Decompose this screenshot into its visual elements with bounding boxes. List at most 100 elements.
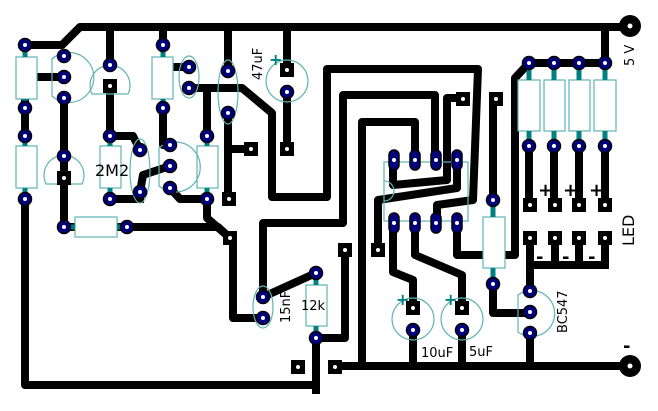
ic-outline — [383, 161, 469, 222]
label-5uf: 5uF — [469, 345, 493, 360]
drill-hole — [527, 144, 531, 148]
drill-hole — [205, 197, 209, 201]
led2-plus: + — [563, 180, 578, 201]
drill-hole — [138, 190, 142, 194]
drill-hole — [392, 221, 396, 225]
drill-hole — [62, 176, 66, 180]
plus-5uf: + — [444, 290, 457, 309]
capacitor-c3-outline — [129, 138, 151, 204]
label-ground: - — [623, 336, 630, 357]
drill-hole — [603, 61, 607, 65]
drill-hole — [343, 248, 347, 252]
drill-hole — [125, 225, 129, 229]
drill-hole — [411, 328, 415, 332]
drill-hole — [285, 68, 289, 72]
resistor-led2 — [543, 79, 566, 132]
resistor-led3 — [568, 79, 591, 132]
capacitor-10uf-outline — [391, 297, 435, 341]
drill-hole — [553, 203, 557, 207]
led2-minus: - — [562, 247, 569, 268]
drill-hole — [23, 134, 27, 138]
drill-hole — [168, 186, 172, 190]
ic-notch — [383, 180, 395, 202]
drill-hole — [460, 306, 464, 310]
drill-hole — [168, 164, 172, 168]
drill-hole — [528, 310, 532, 314]
label-12k: 12k — [301, 299, 326, 314]
drill-hole — [108, 84, 112, 88]
drill-hole — [23, 197, 27, 201]
drill-hole — [552, 144, 556, 148]
drill-hole — [227, 197, 231, 201]
drill-hole — [577, 61, 581, 65]
drill-hole — [413, 221, 417, 225]
resistor-r2 — [15, 145, 38, 189]
drill-hole — [528, 236, 532, 240]
plus-47uf: + — [269, 50, 282, 69]
drill-hole — [577, 144, 581, 148]
label-15nf: 15nF — [279, 291, 294, 323]
drill-hole — [528, 331, 532, 335]
drill-hole — [62, 225, 66, 229]
drill-hole — [261, 295, 265, 299]
resistor-r3 — [74, 216, 118, 238]
drill-hole — [528, 289, 532, 293]
drill-hole — [285, 147, 289, 151]
drill-hole — [161, 43, 165, 47]
drill-hole — [333, 365, 337, 369]
drill-hole — [603, 144, 607, 148]
drill-hole — [413, 158, 417, 162]
drill-hole — [491, 282, 495, 286]
drill-hole — [187, 65, 191, 69]
pads — [17, 15, 641, 377]
drill-hole — [108, 63, 112, 67]
led3-minus: - — [588, 247, 595, 268]
plus-10uf: + — [396, 290, 409, 309]
drill-hole — [392, 158, 396, 162]
label-2m2: 2M2 — [95, 161, 129, 180]
drill-hole — [205, 134, 209, 138]
drill-hole — [434, 221, 438, 225]
drill-hole — [491, 198, 495, 202]
capacitor-c4-outline — [178, 55, 200, 99]
label-10uf: 10uF — [421, 346, 453, 361]
resistor-r1 — [15, 56, 38, 100]
drill-hole — [314, 336, 318, 340]
resistor-r8 — [482, 216, 506, 269]
drill-hole — [261, 316, 265, 320]
resistor-led1 — [517, 79, 541, 132]
drill-hole — [553, 236, 557, 240]
drill-hole — [62, 154, 66, 158]
drill-hole — [138, 148, 142, 152]
drill-hole — [108, 197, 112, 201]
drill-hole — [226, 111, 230, 115]
label-5v: 5 V — [623, 45, 638, 66]
drill-hole — [62, 54, 66, 58]
drill-hole — [455, 221, 459, 225]
drill-hole — [62, 75, 66, 79]
capacitor-15nf-outline — [252, 285, 274, 329]
capacitor-5uf-outline — [440, 297, 484, 341]
drill-hole — [411, 306, 415, 310]
drill-hole — [528, 203, 532, 207]
led1-plus: + — [538, 180, 553, 201]
drill-hole — [168, 143, 172, 147]
drill-hole — [226, 69, 230, 73]
drill-hole — [455, 158, 459, 162]
led3-plus: + — [589, 180, 604, 201]
drill-hole — [627, 363, 633, 369]
drill-hole — [23, 106, 27, 110]
label-bc547: BC547 — [556, 290, 571, 333]
drill-hole — [527, 61, 531, 65]
drill-hole — [577, 203, 581, 207]
resistor-led4 — [593, 79, 617, 132]
drill-hole — [552, 61, 556, 65]
drill-hole — [228, 236, 232, 240]
label-47uf: 47uF — [251, 48, 266, 80]
drill-hole — [434, 158, 438, 162]
drill-hole — [62, 96, 66, 100]
drill-hole — [285, 90, 289, 94]
drill-hole — [376, 248, 380, 252]
drill-hole — [460, 328, 464, 332]
